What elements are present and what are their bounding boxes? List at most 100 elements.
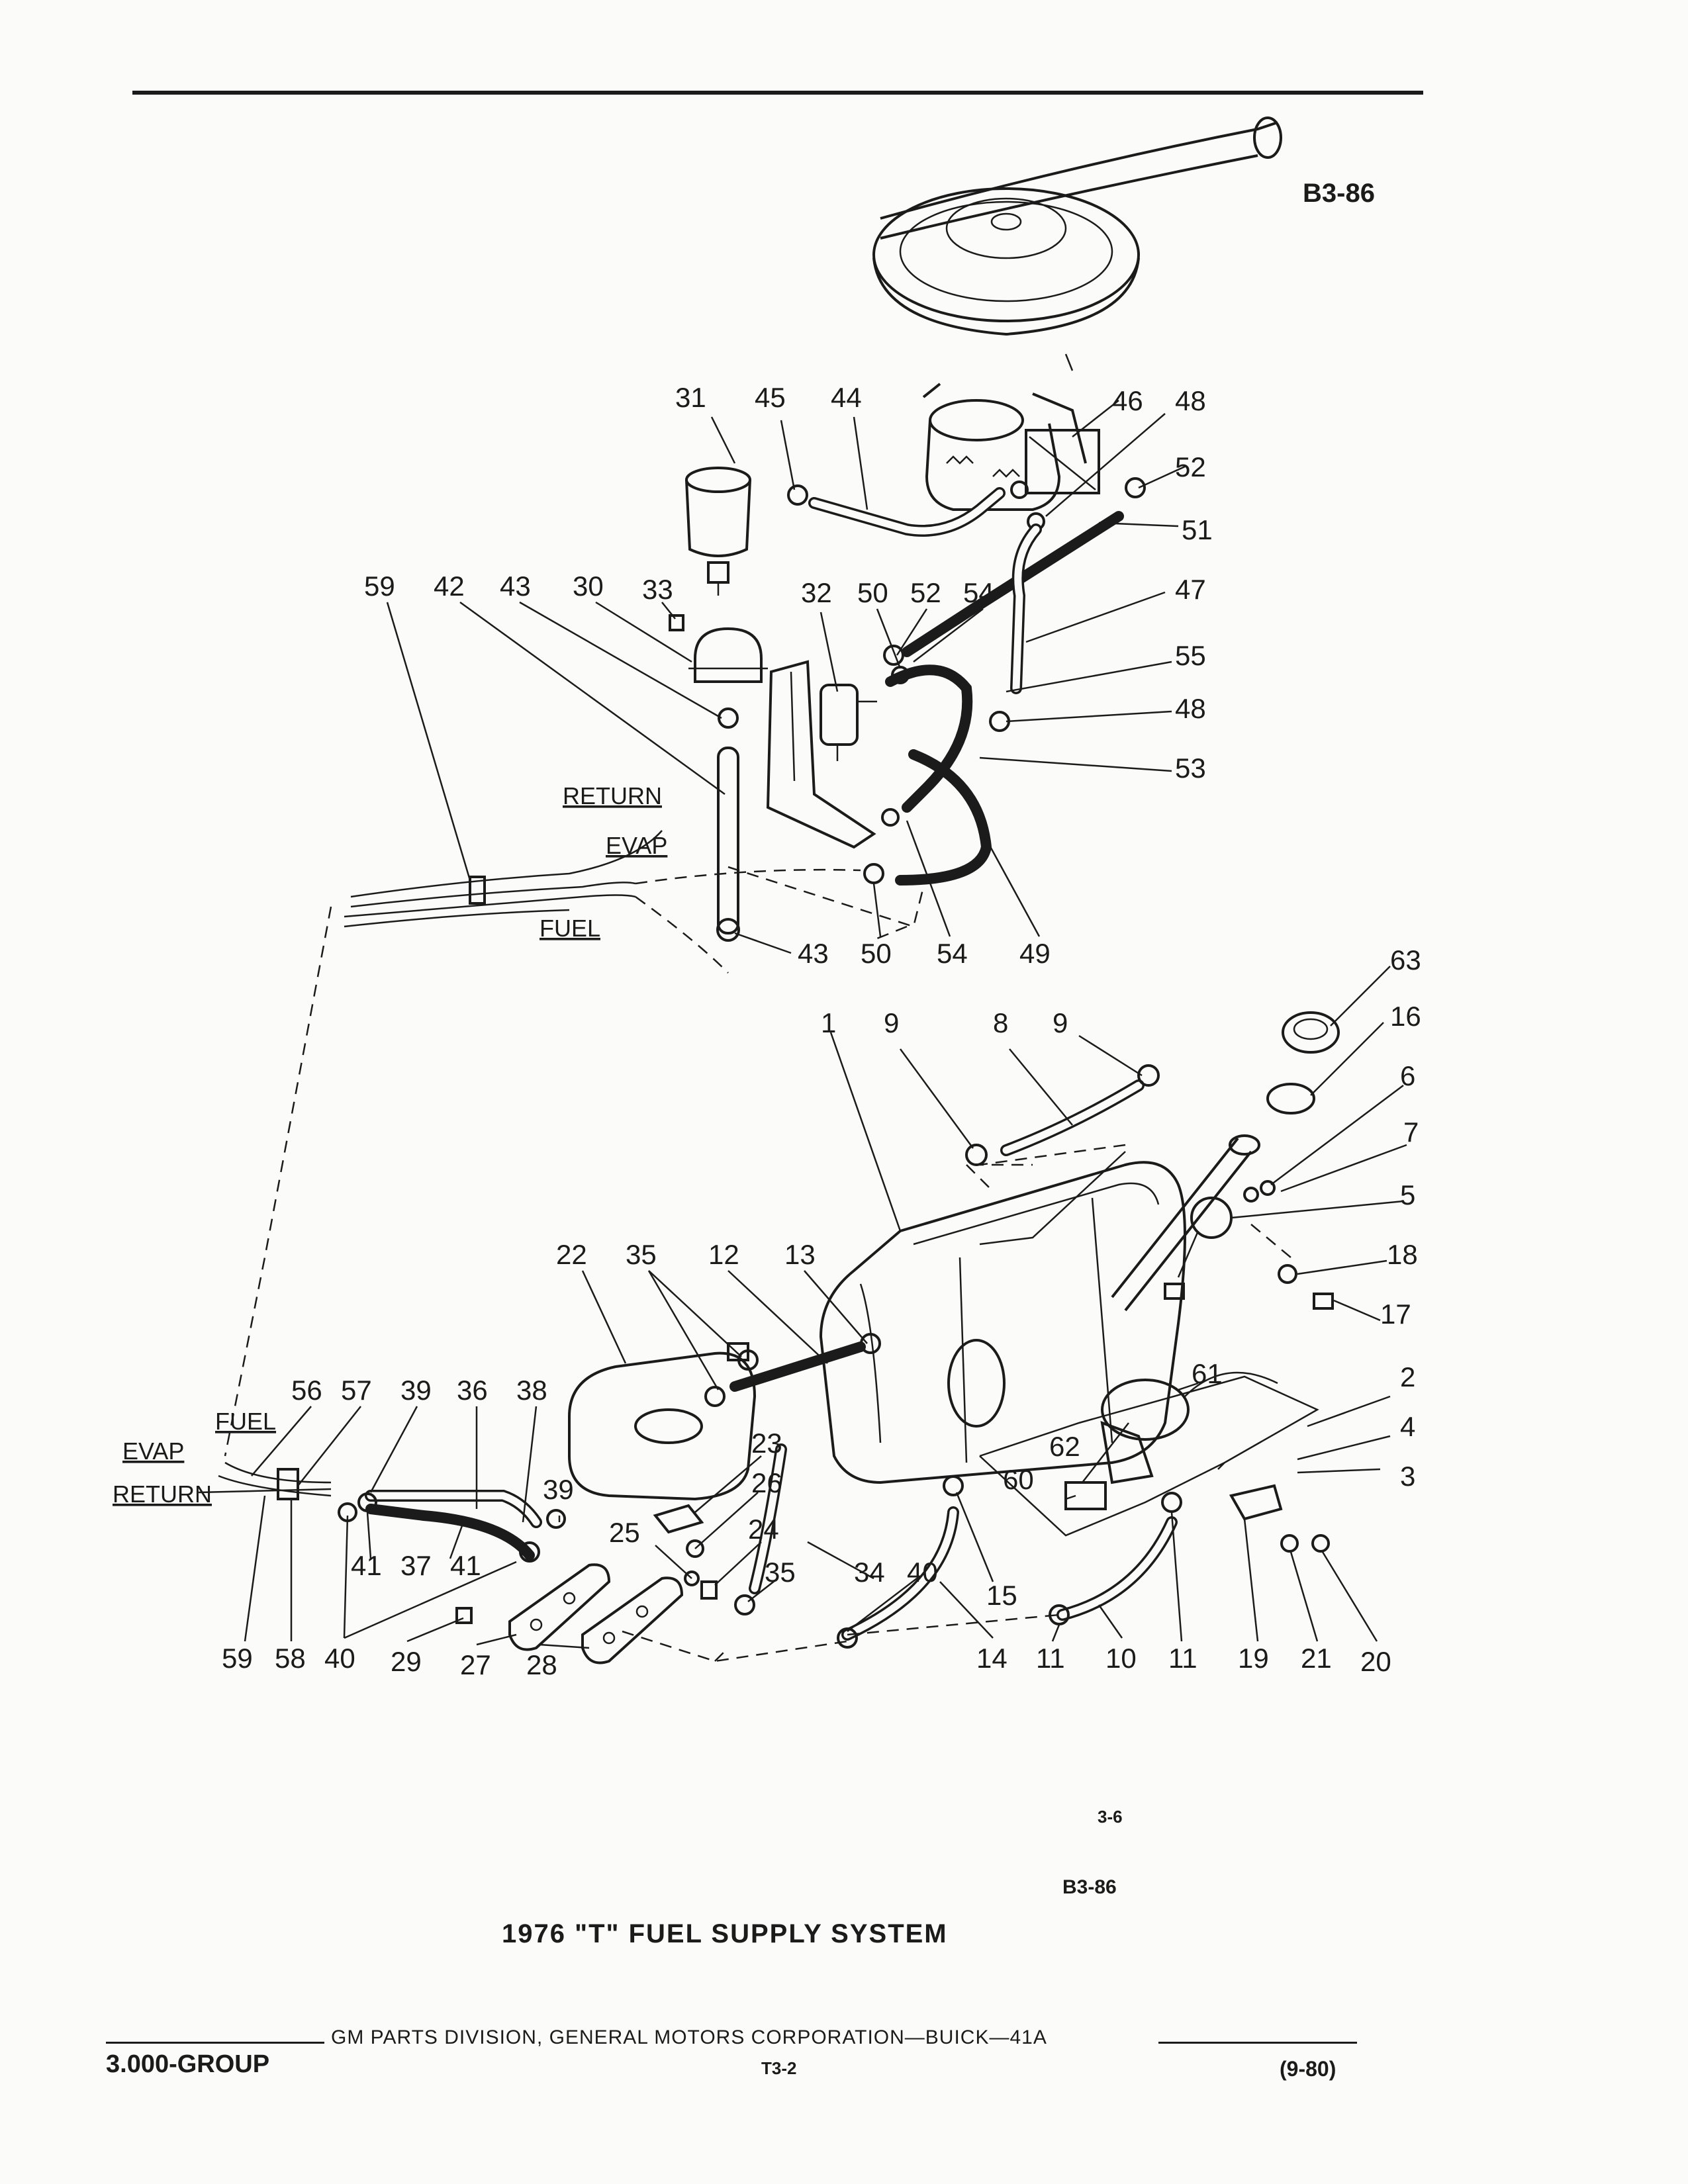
- callout-9b: 9: [1053, 1007, 1068, 1038]
- line-tags: RETURN EVAP FUEL FUEL EVAP RETURN: [113, 782, 667, 1508]
- callout-63: 63: [1390, 944, 1421, 976]
- callout-57: 57: [341, 1375, 372, 1406]
- upper-fuel-lines: [344, 830, 663, 928]
- fuel-tank: [819, 1151, 1186, 1484]
- callout-43b: 43: [798, 938, 829, 969]
- callout-19: 19: [1238, 1643, 1269, 1674]
- callout-33: 33: [642, 574, 673, 605]
- leader-lines: [244, 400, 1407, 1649]
- callout-1: 1: [821, 1007, 836, 1038]
- tag-evap-top: EVAP: [606, 832, 667, 859]
- callout-26: 26: [751, 1467, 782, 1498]
- callout-50b: 50: [861, 938, 892, 969]
- callout-59b: 59: [222, 1643, 253, 1674]
- callout-30: 30: [573, 570, 604, 602]
- publisher-line: GM PARTS DIVISION, GENERAL MOTORS CORPOR…: [331, 2026, 1047, 2048]
- fuel-filter: [685, 467, 751, 596]
- carburetor: [922, 383, 1100, 511]
- figure-code-top: B3-86: [1303, 179, 1375, 208]
- callout-2: 2: [1400, 1361, 1415, 1392]
- air-cleaner: [872, 116, 1282, 371]
- callout-24: 24: [748, 1514, 779, 1545]
- callout-56: 56: [291, 1375, 322, 1406]
- assembly-dashes: [224, 866, 1319, 1662]
- callout-51: 51: [1182, 514, 1213, 545]
- group-number: 3.000-GROUP: [106, 2050, 270, 2078]
- callout-6: 6: [1400, 1060, 1415, 1091]
- callout-44: 44: [831, 382, 862, 413]
- hoses-49-53: [863, 664, 992, 886]
- figure-caption: 1976 "T" FUEL SUPPLY SYSTEM: [502, 1919, 948, 1948]
- callout-38: 38: [516, 1375, 547, 1406]
- callout-58: 58: [275, 1643, 306, 1674]
- callout-22: 22: [556, 1239, 587, 1270]
- charcoal-canister: [568, 1342, 757, 1501]
- callout-31: 31: [675, 382, 706, 413]
- callout-46: 46: [1112, 385, 1143, 416]
- callout-52b: 52: [910, 577, 941, 608]
- tag-return-top: RETURN: [563, 782, 662, 809]
- date-code: (9-80): [1280, 2057, 1336, 2081]
- callout-53: 53: [1175, 752, 1206, 784]
- callout-35b: 35: [765, 1557, 796, 1588]
- small-clips: [455, 1504, 718, 1624]
- lower-fuel-lines: [198, 1461, 566, 1563]
- callout-14: 14: [976, 1643, 1008, 1674]
- tag-fuel-bottom: FUEL: [215, 1408, 276, 1435]
- hose-8: [965, 1064, 1160, 1166]
- hose-44: [787, 480, 1029, 537]
- callout-40a: 40: [907, 1557, 938, 1588]
- callout-52a: 52: [1175, 451, 1206, 482]
- callout-3: 3: [1400, 1461, 1415, 1492]
- callout-25: 25: [609, 1517, 640, 1548]
- callout-34: 34: [854, 1557, 885, 1588]
- callout-40b: 40: [324, 1643, 355, 1674]
- callout-11a: 11: [1036, 1643, 1065, 1674]
- callout-59a: 59: [364, 570, 395, 602]
- callout-36: 36: [457, 1375, 488, 1406]
- top-rule: [132, 91, 1423, 95]
- callout-50a: 50: [857, 577, 888, 608]
- footer-rule-right: [1158, 2042, 1357, 2044]
- tag-return-bottom: RETURN: [113, 1480, 212, 1508]
- callout-28: 28: [526, 1649, 557, 1680]
- callout-61: 61: [1192, 1358, 1223, 1389]
- tank-lines: [704, 1333, 881, 1615]
- lower-hoses: [837, 1475, 1182, 1649]
- callout-7: 7: [1403, 1116, 1419, 1148]
- section-code: T3-2: [761, 2058, 797, 2078]
- tag-fuel-top: FUEL: [539, 915, 600, 942]
- callout-21: 21: [1301, 1643, 1332, 1674]
- callout-9a: 9: [884, 1007, 899, 1038]
- callout-16: 16: [1390, 1001, 1421, 1032]
- callout-5: 5: [1400, 1179, 1415, 1210]
- filler-cap: [1111, 1011, 1340, 1312]
- callout-41a: 41: [351, 1550, 382, 1581]
- callout-62: 62: [1049, 1431, 1080, 1462]
- callout-54a: 54: [963, 577, 994, 608]
- callout-32: 32: [801, 577, 832, 608]
- callout-29: 29: [391, 1646, 422, 1677]
- callout-20: 20: [1360, 1646, 1391, 1677]
- callout-48a: 48: [1175, 385, 1206, 416]
- callout-54b: 54: [937, 938, 968, 969]
- callout-41b: 41: [450, 1550, 481, 1581]
- callout-37: 37: [400, 1550, 432, 1581]
- mounting-plates: [508, 1563, 684, 1664]
- callout-43a: 43: [500, 570, 531, 602]
- callout-23: 23: [751, 1428, 782, 1459]
- callout-13: 13: [784, 1239, 816, 1270]
- clamp-and-tube: [669, 614, 768, 942]
- callout-17: 17: [1380, 1298, 1411, 1330]
- tank-bracket: [1229, 1484, 1330, 1553]
- figure-code-bottom: B3-86: [1062, 1876, 1117, 1898]
- callout-49: 49: [1019, 938, 1051, 969]
- callout-10: 10: [1105, 1643, 1137, 1674]
- callout-4: 4: [1400, 1411, 1415, 1442]
- callout-45: 45: [755, 382, 786, 413]
- callout-60: 60: [1003, 1464, 1034, 1495]
- sender-units: [1064, 1180, 1334, 1510]
- callout-47: 47: [1175, 574, 1206, 605]
- callout-42: 42: [434, 570, 465, 602]
